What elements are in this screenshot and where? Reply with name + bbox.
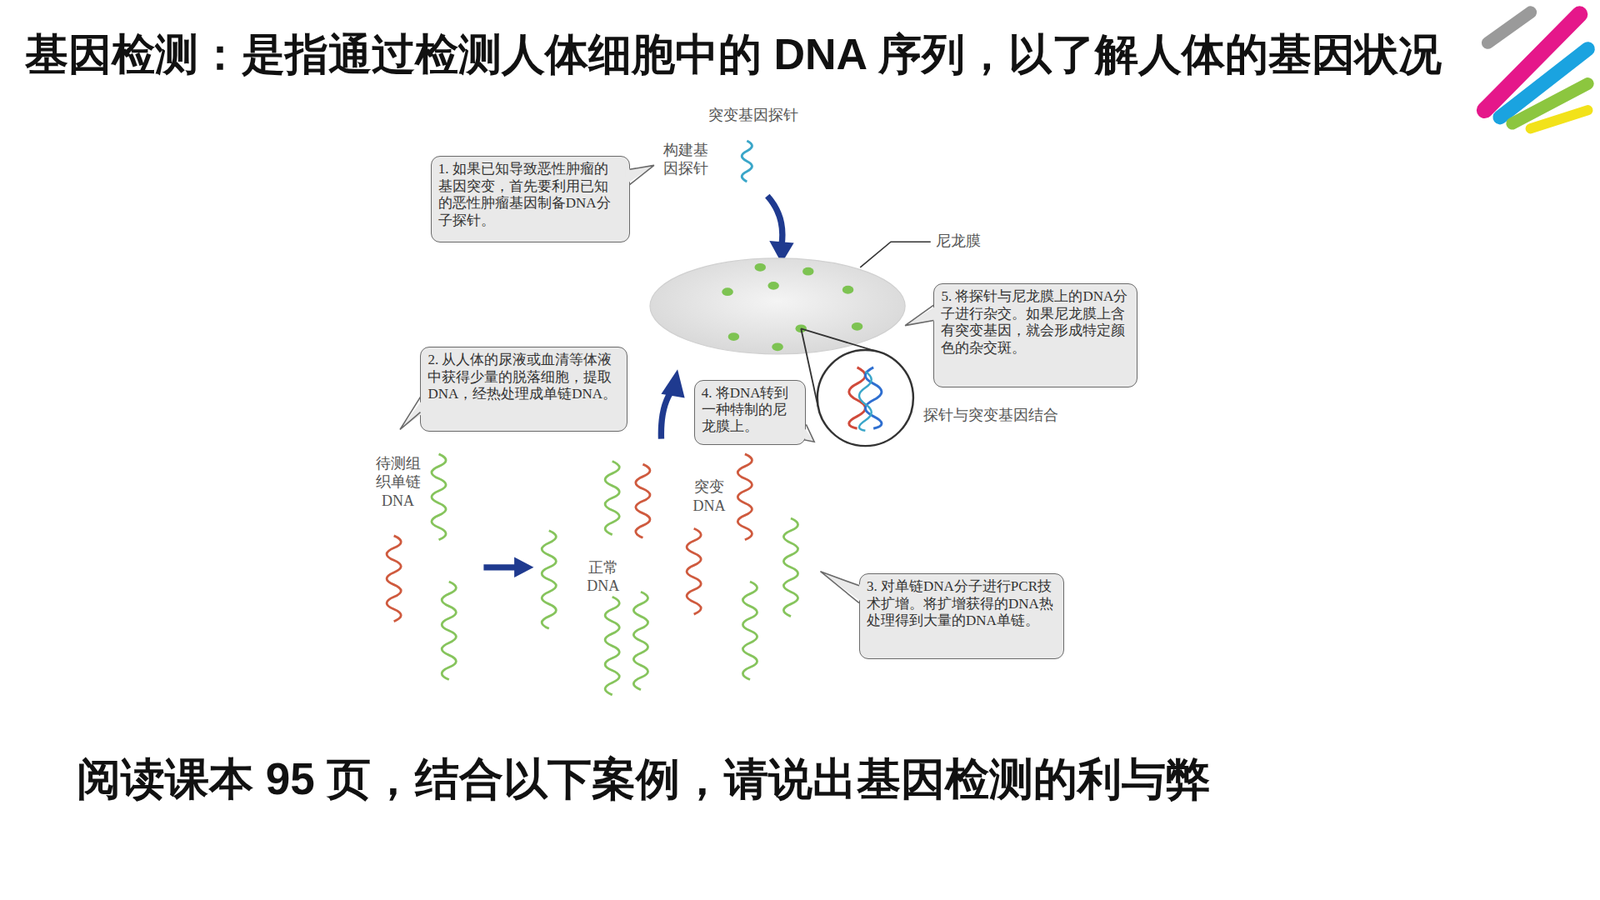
flow-arrow [483, 564, 519, 570]
callout-box: 4. 将DNA转到一种特制的尼龙膜上。 [694, 380, 807, 445]
spot [842, 285, 854, 295]
flow-arrow [767, 195, 783, 245]
callout-tail [905, 305, 938, 325]
zoom-line [800, 328, 879, 352]
normal-strand [541, 530, 556, 630]
flow-arrow [660, 390, 673, 440]
callout-tail [400, 396, 425, 430]
part-label: 正常 DNA [586, 558, 620, 596]
callout-tail-edge [804, 424, 815, 442]
arrow-head [660, 369, 685, 398]
magnifier [817, 350, 914, 446]
normal-strand [441, 581, 456, 680]
callout-text: 4. 将DNA转到一种特制的尼龙膜上。 [701, 385, 800, 436]
normal-strand [783, 518, 798, 617]
callout-text: 3. 对单链DNA分子进行PCR技术扩增。将扩增获得的DNA热处理得到大量的DN… [866, 578, 1057, 630]
logo-stripe [1530, 110, 1589, 129]
normal-strand [633, 591, 648, 690]
spot [767, 281, 779, 290]
callout-text: 5. 将探针与尼龙膜上的DNA分子进行杂交。如果尼龙膜上含有突变基因，就会形成特… [940, 288, 1130, 357]
callout-tail-edge [820, 571, 860, 604]
normal-strand [431, 454, 446, 540]
helix-strand [849, 367, 866, 429]
mutant-strand [635, 464, 650, 538]
spot [851, 322, 863, 331]
callout-tail-edge [400, 396, 420, 430]
normal-strand [605, 596, 620, 695]
normal-strand [742, 581, 757, 680]
part-label: 尼龙膜 [935, 231, 981, 251]
callout-box: 5. 将探针与尼龙膜上的DNA分子进行杂交。如果尼龙膜上含有突变基因，就会形成特… [933, 283, 1138, 388]
part-label: 探针与突变基因结合 [923, 405, 1059, 425]
callout-text: 2. 从人体的尿液或血清等体液中获得少量的脱落细胞，提取DNA，经热处理成单链D… [427, 351, 620, 403]
callout-tail [820, 571, 863, 604]
callout-tail [625, 165, 655, 185]
mutant-strand [686, 528, 701, 615]
spot [771, 342, 783, 351]
normal-strand [605, 460, 620, 535]
callout-box: 1. 如果已知导致恶性肿瘤的基因突变，首先要利用已知的恶性肿瘤基因制备DNA分子… [430, 155, 630, 243]
callout-tail [801, 424, 815, 442]
nylon-membrane [650, 258, 905, 355]
part-label: 突变 DNA [693, 477, 726, 515]
callout-text: 1. 如果已知导致恶性肿瘤的基因突变，首先要利用已知的恶性肿瘤基因制备DNA分子… [438, 160, 623, 230]
spot [728, 332, 740, 341]
logo-stripe [1487, 12, 1530, 44]
dna-strands [386, 454, 798, 695]
probe-strand [741, 140, 752, 182]
mutant-strand [737, 454, 752, 540]
part-label: 突变基因探针 [708, 105, 799, 125]
callout-tail-edge [905, 305, 934, 325]
spot [802, 267, 814, 276]
instruction-text: 阅读课本 95 页，结合以下案例，请说出基因检测的利与弊 [76, 752, 1210, 806]
slide-title: 基因检测：是指通过检测人体细胞中的 DNA 序列，以了解人体的基因状况 [25, 25, 1442, 85]
mutant-strand [386, 535, 401, 622]
helix-strand [859, 371, 872, 431]
part-label: 待测组 织单链 DNA [375, 454, 421, 511]
hybrid-spots [721, 263, 863, 351]
arrow-head [514, 557, 534, 578]
callout-box: 2. 从人体的尿液或血清等体液中获得少量的脱落细胞，提取DNA，经热处理成单链D… [420, 346, 628, 432]
callout-tail-edge [630, 165, 655, 185]
spot [755, 263, 766, 272]
part-label: 构建基 因探针 [663, 140, 709, 179]
logo [1485, 12, 1589, 130]
spot [721, 287, 733, 296]
leader-line [860, 241, 930, 268]
callout-box: 3. 对单链DNA分子进行PCR技术扩增。将扩增获得的DNA热处理得到大量的DN… [859, 573, 1065, 660]
